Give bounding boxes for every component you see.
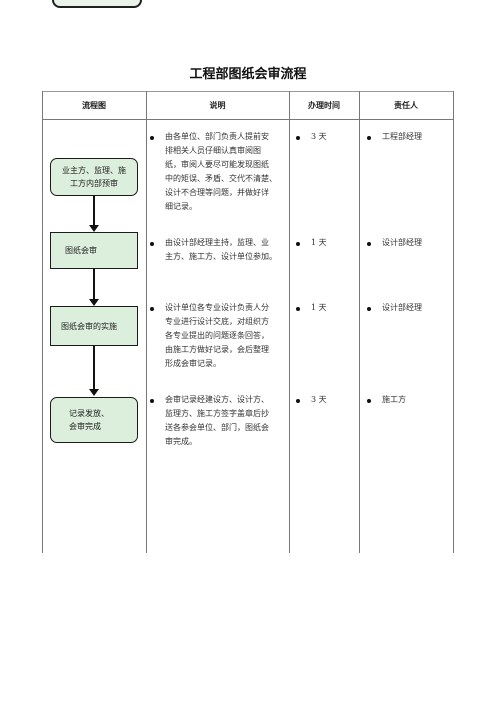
column-divider xyxy=(289,91,290,553)
row-owner: 施工方 xyxy=(382,395,406,404)
flow-arrow xyxy=(93,346,95,390)
flow-arrow xyxy=(93,196,95,226)
flow-arrow-head xyxy=(89,225,99,232)
header-desc: 说明 xyxy=(209,101,226,110)
desc-line: 监理方、施工方签字盖章后抄 xyxy=(165,409,269,418)
flow-arrow-head xyxy=(89,299,99,306)
bullet-icon xyxy=(367,242,371,246)
flow-arrow-head xyxy=(89,389,99,396)
flow-box-label: 图纸会审 xyxy=(65,246,97,255)
desc-line: 会审记录经建设方、设计方、 xyxy=(165,395,269,404)
column-divider xyxy=(453,91,454,553)
header-time: 办理时间 xyxy=(308,101,340,110)
column-divider xyxy=(359,91,360,553)
flow-box-complete: 记录发放、 会审完成 xyxy=(50,397,138,443)
header-divider xyxy=(42,119,454,120)
desc-line: 设计不合理等问题，并做好详 xyxy=(165,188,269,197)
desc-line: 纸，审阅人要尽可能发现图纸 xyxy=(165,160,269,169)
bullet-icon xyxy=(367,136,371,140)
bullet-icon xyxy=(150,307,154,311)
desc-line: 审完成。 xyxy=(165,437,197,446)
bullet-icon xyxy=(150,242,154,246)
row-time: 3 天 xyxy=(311,132,327,141)
header-tab-shape xyxy=(52,0,142,8)
bullet-icon xyxy=(150,399,154,403)
desc-line: 细记录。 xyxy=(165,202,197,211)
flow-arrow xyxy=(93,269,95,300)
bullet-icon xyxy=(367,399,371,403)
flow-box-prereview: 业主方、监理、施 工方内部预审 xyxy=(50,158,138,196)
row-owner: 设计部经理 xyxy=(382,238,422,247)
desc-line: 由各单位、部门负责人提前安 xyxy=(165,132,269,141)
desc-line: 专业进行设计交底，对组织方 xyxy=(165,317,269,326)
flow-box-label: 图纸会审的实施 xyxy=(61,321,117,331)
row-owner: 设计部经理 xyxy=(382,303,422,312)
page-title: 工程部图纸会审流程 xyxy=(189,67,307,82)
row-owner: 工程部经理 xyxy=(382,132,422,141)
desc-line: 由施工方做好记录，会后整理 xyxy=(165,345,269,354)
flow-box-implementation: 图纸会审的实施 xyxy=(50,306,138,346)
flow-box-label: 业主方、监理、施 xyxy=(62,166,126,175)
header-flow: 流程图 xyxy=(82,101,106,110)
desc-line: 中的矩误、矛盾、交代不清楚、 xyxy=(165,174,277,183)
row-time: 1 天 xyxy=(311,238,327,247)
header-owner: 责任人 xyxy=(394,101,418,110)
bullet-icon xyxy=(296,136,300,140)
flow-box-label: 工方内部预审 xyxy=(70,179,118,188)
desc-line: 主方、施工方、设计单位参加。 xyxy=(165,252,277,261)
desc-line: 送各参会单位、部门，图纸会 xyxy=(165,423,269,432)
desc-line: 形成会审记录。 xyxy=(165,359,221,368)
flow-box-label: 会审完成 xyxy=(69,422,101,431)
table-top-border xyxy=(42,91,454,92)
desc-line: 各专业提出的问题逐条回答， xyxy=(165,331,269,340)
desc-line: 设计单位各专业设计负责人分 xyxy=(165,303,269,312)
desc-line: 由设计部经理主持，监理、业 xyxy=(165,238,269,247)
row-desc: 由各单位、部门负责人提前安 排相关人员仔细认真审阅图 纸，审阅人要尽可能发现图纸… xyxy=(165,130,285,214)
flow-table: 流程图 说明 办理时间 责任人 业主方、监理、施 工方内部预审 图纸会审 图纸会… xyxy=(42,91,454,553)
flow-box-review: 图纸会审 xyxy=(50,232,138,269)
bullet-icon xyxy=(296,307,300,311)
column-divider xyxy=(42,91,43,553)
bullet-icon xyxy=(150,136,154,140)
column-divider xyxy=(146,91,147,553)
bullet-icon xyxy=(296,242,300,246)
row-desc: 设计单位各专业设计负责人分 专业进行设计交底，对组织方 各专业提出的问题逐条回答… xyxy=(165,301,285,371)
flow-box-label: 记录发放、 xyxy=(69,409,109,418)
bullet-icon xyxy=(367,307,371,311)
desc-line: 排相关人员仔细认真审阅图 xyxy=(165,146,261,155)
row-time: 1 天 xyxy=(311,303,327,312)
row-desc: 由设计部经理主持，监理、业 主方、施工方、设计单位参加。 xyxy=(165,236,285,264)
row-time: 3 天 xyxy=(311,395,327,404)
row-desc: 会审记录经建设方、设计方、 监理方、施工方签字盖章后抄 送各参会单位、部门，图纸… xyxy=(165,393,285,449)
bullet-icon xyxy=(296,399,300,403)
